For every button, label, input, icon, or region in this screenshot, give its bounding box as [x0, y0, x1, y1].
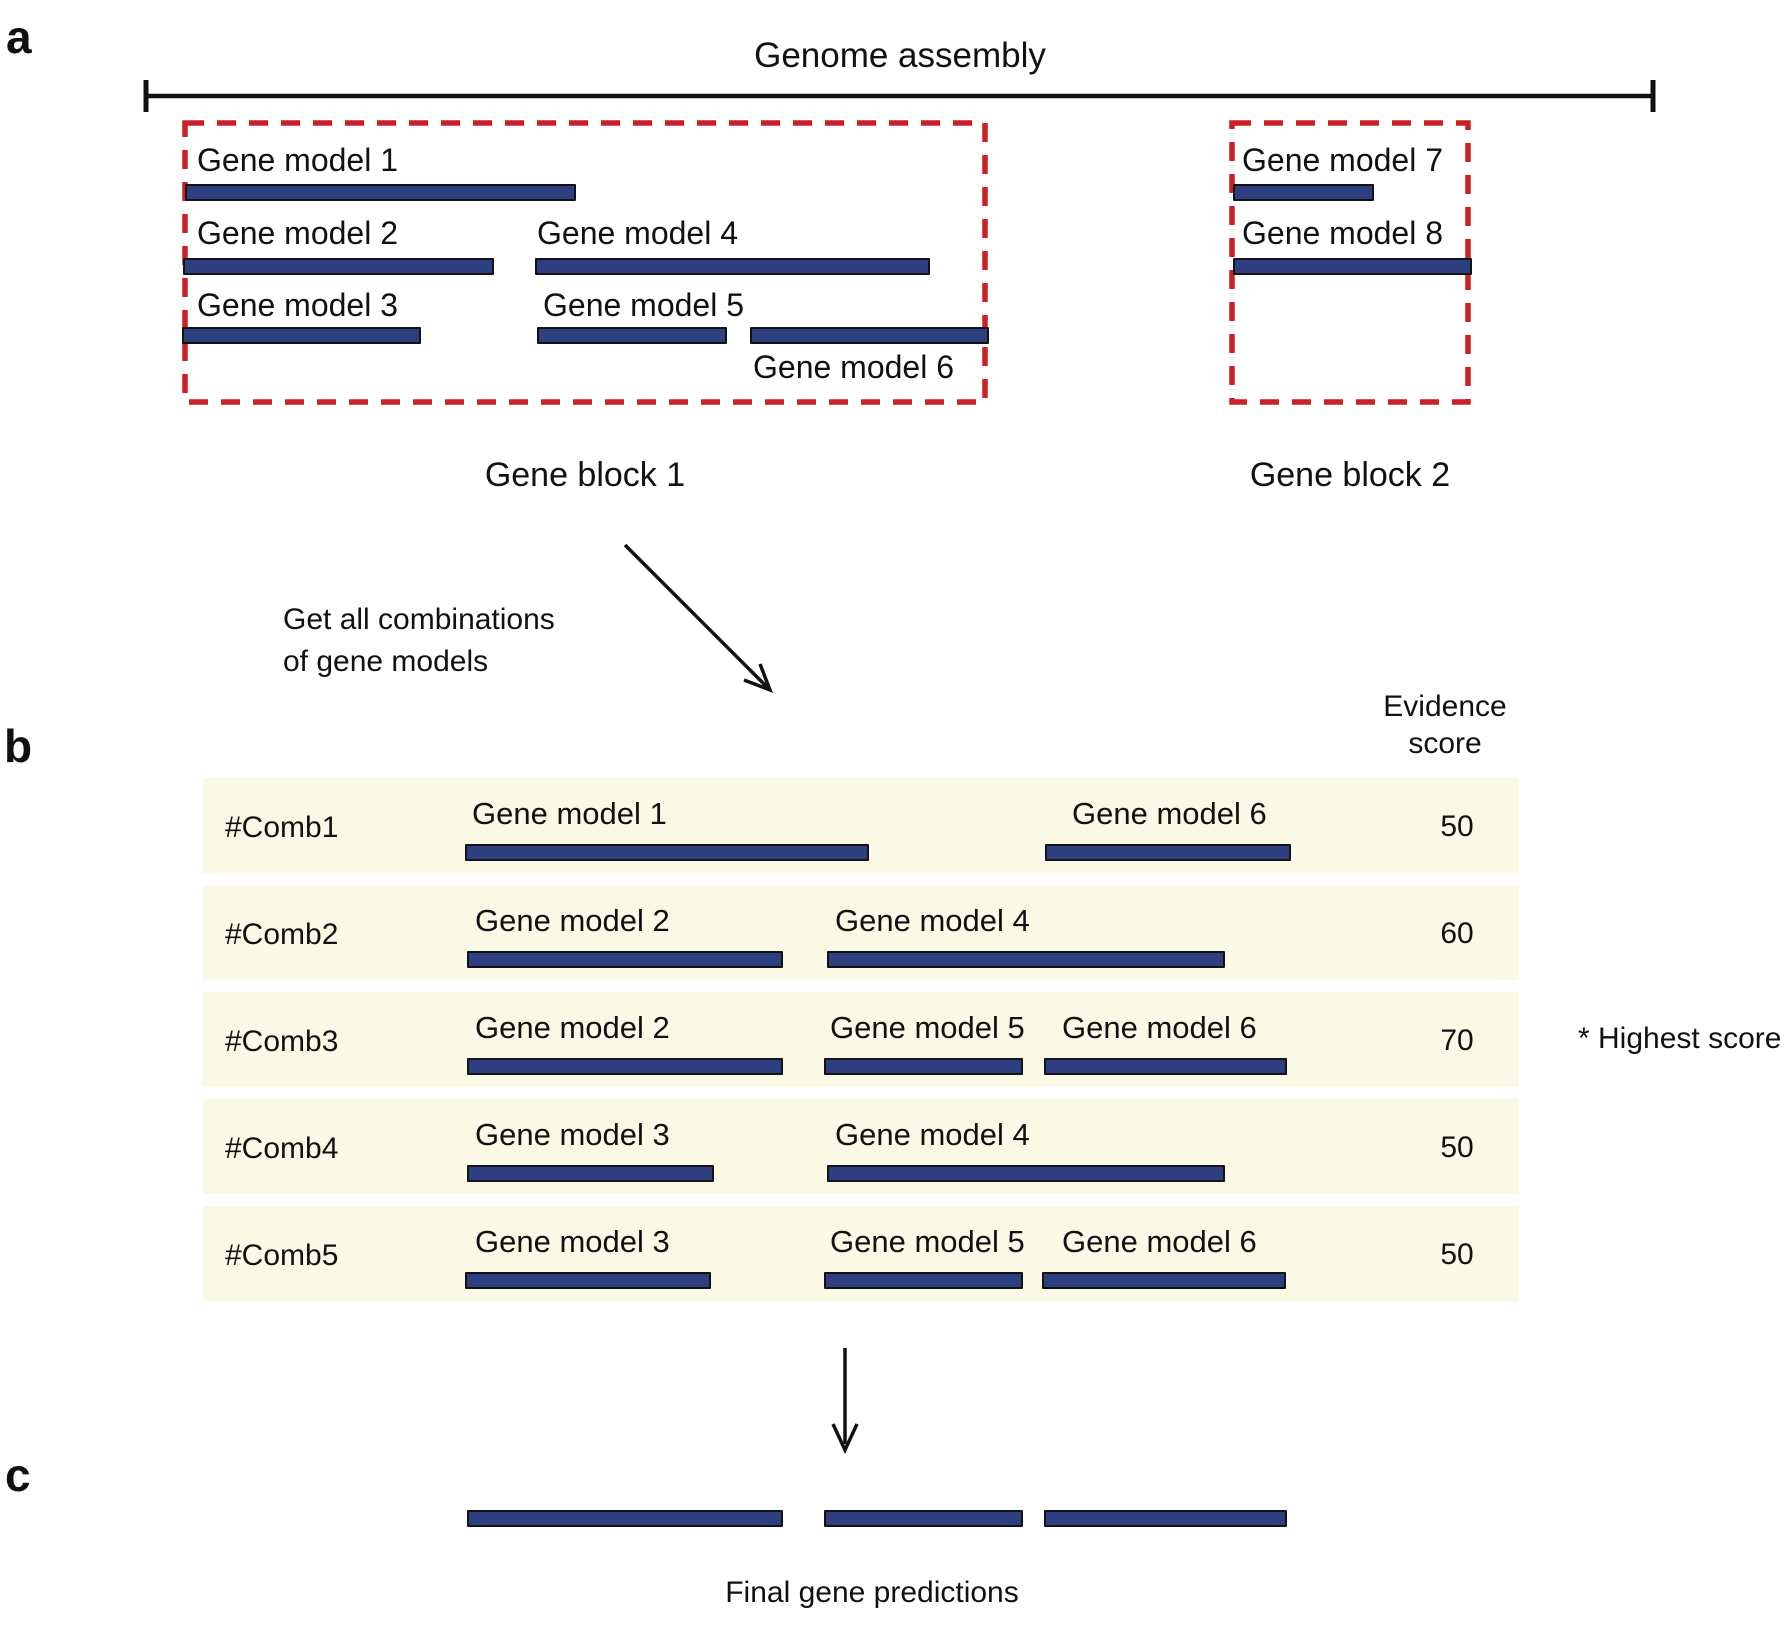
comb-row-3-id: #Comb3 — [225, 1025, 339, 1058]
gene-block-2-caption: Gene block 2 — [1249, 456, 1451, 494]
comb3-gene-model-2-bar — [467, 1058, 783, 1075]
gene-model-8-bar — [1233, 258, 1472, 275]
gene-model-1-bar — [185, 184, 576, 201]
evidence-score-header: Evidence score — [1345, 688, 1545, 762]
comb-row-5-id: #Comb5 — [225, 1239, 339, 1272]
highest-score-note: * Highest score — [1578, 1022, 1782, 1055]
comb1-gene-model-1-bar — [465, 844, 869, 861]
comb1-gene-model-1-label: Gene model 1 — [472, 796, 667, 831]
final-predictions-arrow — [831, 1348, 859, 1455]
comb-row-4-score: 50 — [1440, 1131, 1474, 1164]
gene-model-4-bar — [535, 258, 930, 275]
final-prediction-bar-1 — [467, 1510, 783, 1527]
gene-model-3-bar — [182, 327, 421, 344]
comb5-gene-model-5-label: Gene model 5 — [830, 1224, 1025, 1259]
comb4-gene-model-4-bar — [827, 1165, 1225, 1182]
evidence-score-header-line1: Evidence — [1383, 690, 1507, 723]
comb5-gene-model-3-label: Gene model 3 — [475, 1224, 670, 1259]
gene-model-2-bar — [183, 258, 494, 275]
comb5-gene-model-6-bar — [1042, 1272, 1286, 1289]
gene-model-2-label: Gene model 2 — [197, 215, 399, 251]
genome-scale-line — [143, 80, 1656, 112]
comb4-gene-model-3-label: Gene model 3 — [475, 1117, 670, 1152]
panel-c-label: c — [5, 1449, 31, 1501]
comb5-gene-model-3-bar — [465, 1272, 711, 1289]
comb-row-3-score: 70 — [1440, 1024, 1474, 1057]
gene-model-4-label: Gene model 4 — [537, 215, 739, 251]
comb4-gene-model-4-label: Gene model 4 — [835, 1117, 1030, 1152]
final-prediction-bar-3 — [1044, 1510, 1287, 1527]
combinations-arrow — [623, 543, 774, 694]
comb3-gene-model-5-bar — [824, 1058, 1023, 1075]
comb4-gene-model-3-bar — [467, 1165, 714, 1182]
gene-model-8-label: Gene model 8 — [1242, 215, 1444, 251]
comb3-gene-model-6-label: Gene model 6 — [1062, 1010, 1257, 1045]
comb-row-4-id: #Comb4 — [225, 1132, 339, 1165]
gene-model-1-label: Gene model 1 — [197, 142, 399, 178]
comb2-gene-model-2-label: Gene model 2 — [475, 903, 670, 938]
comb-row-1-score: 50 — [1440, 810, 1474, 843]
comb1-gene-model-6-label: Gene model 6 — [1072, 796, 1267, 831]
comb2-gene-model-4-label: Gene model 4 — [835, 903, 1030, 938]
comb3-gene-model-5-label: Gene model 5 — [830, 1010, 1025, 1045]
gene-model-3-label: Gene model 3 — [197, 287, 399, 323]
comb1-gene-model-6-bar — [1045, 844, 1291, 861]
genome-assembly-title: Genome assembly — [754, 36, 1046, 75]
gene-model-7-bar — [1233, 184, 1374, 201]
comb2-gene-model-2-bar — [467, 951, 783, 968]
comb3-gene-model-2-label: Gene model 2 — [475, 1010, 670, 1045]
panel-a-label: a — [6, 11, 32, 63]
gene-model-5-label: Gene model 5 — [543, 287, 745, 323]
gene-block-1-caption: Gene block 1 — [484, 456, 686, 494]
combinations-note-line2: of gene models — [283, 645, 489, 678]
final-predictions-caption: Final gene predictions — [725, 1576, 1019, 1609]
comb5-gene-model-5-bar — [824, 1272, 1023, 1289]
panel-b-label: b — [4, 720, 33, 772]
comb-row-1-id: #Comb1 — [225, 811, 339, 844]
comb3-gene-model-6-bar — [1044, 1058, 1287, 1075]
final-prediction-bar-2 — [824, 1510, 1023, 1527]
combinations-note-line1: Get all combinations — [283, 603, 555, 636]
comb5-gene-model-6-label: Gene model 6 — [1062, 1224, 1257, 1259]
gene-model-6-label: Gene model 6 — [753, 349, 955, 385]
gene-model-5-bar — [537, 327, 727, 344]
gene-model-7-label: Gene model 7 — [1242, 142, 1444, 178]
comb2-gene-model-4-bar — [827, 951, 1225, 968]
combinations-note: Get all combinations of gene models — [283, 599, 555, 683]
gene-model-6-bar — [750, 327, 989, 344]
comb-row-2-score: 60 — [1440, 917, 1474, 950]
evidence-score-header-line2: score — [1408, 727, 1482, 760]
comb-row-2-id: #Comb2 — [225, 918, 339, 951]
comb-row-5-score: 50 — [1440, 1238, 1474, 1271]
